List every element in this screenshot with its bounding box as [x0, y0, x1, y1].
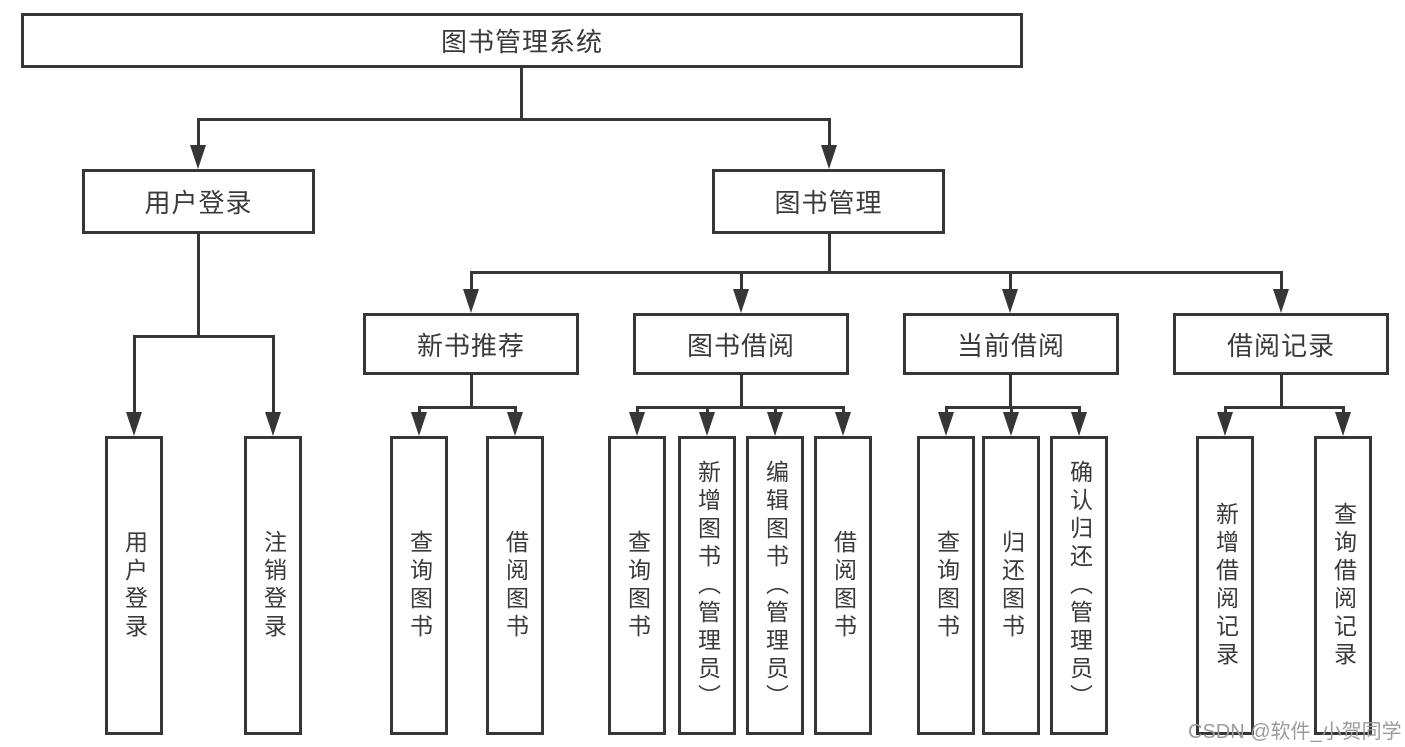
csdn-watermark: CSDN @软件_小贺同学: [1188, 721, 1402, 743]
node-book-borrow: 图书借阅: [633, 313, 849, 375]
connector-root-stem: [519, 68, 523, 121]
connector-borrow-bar: [635, 405, 845, 409]
arrow-down-icon: [1272, 289, 1289, 313]
leaf-label: 查询借阅记录: [1330, 501, 1357, 670]
leaf-edit-book-admin: 编辑图书（管理员）: [746, 436, 804, 735]
leaf-label: 查询图书: [933, 529, 960, 642]
connector-to-leaf-logout: [271, 336, 275, 416]
arrow-down-icon: [125, 412, 142, 436]
connector-book-mgmt-stem: [827, 234, 831, 273]
arrow-down-icon: [834, 412, 851, 436]
leaf-label: 借阅图书: [830, 529, 857, 642]
leaf-borrow-book-recommend: 借阅图书: [486, 436, 544, 735]
leaf-add-borrow-record: 新增借阅记录: [1196, 436, 1254, 735]
leaf-label: 确认归还（管理员）: [1066, 459, 1093, 712]
leaf-label: 查询图书: [406, 529, 433, 642]
arrow-down-icon: [820, 145, 837, 169]
node-new-book-recommend: 新书推荐: [363, 313, 579, 375]
leaf-query-book-recommend: 查询图书: [390, 436, 448, 735]
arrow-down-icon: [264, 412, 281, 436]
arrow-down-icon: [1002, 412, 1019, 436]
connector-to-book-borrow: [739, 272, 743, 292]
leaf-label: 归还图书: [998, 529, 1025, 642]
leaf-user-login: 用户登录: [105, 436, 163, 735]
node-user-login: 用户登录: [82, 169, 315, 234]
arrow-down-icon: [1001, 289, 1018, 313]
leaf-query-book-current: 查询图书: [917, 436, 975, 735]
leaf-logout: 注销登录: [244, 436, 302, 735]
connector-to-current-borrow: [1008, 272, 1012, 292]
arrow-down-icon: [732, 289, 749, 313]
arrow-down-icon: [506, 412, 523, 436]
connector-recommend-stem: [469, 375, 473, 408]
leaf-label: 新增借阅记录: [1212, 501, 1239, 670]
arrow-down-icon: [189, 145, 206, 169]
node-borrow-records: 借阅记录: [1173, 313, 1389, 375]
connector-to-new-book-recommend: [469, 272, 473, 292]
arrow-down-icon: [766, 412, 783, 436]
arrow-down-icon: [410, 412, 427, 436]
leaf-query-borrow-record: 查询借阅记录: [1314, 436, 1372, 735]
connector-current-stem: [1008, 375, 1012, 408]
connector-to-borrow-records: [1279, 272, 1283, 292]
arrow-down-icon: [1070, 412, 1087, 436]
connector-current-bar: [944, 405, 1081, 409]
leaf-borrow-book: 借阅图书: [814, 436, 872, 735]
arrow-down-icon: [1216, 412, 1233, 436]
leaf-label: 借阅图书: [502, 529, 529, 642]
arrow-down-icon: [462, 289, 479, 313]
leaf-query-book-borrow: 查询图书: [608, 436, 666, 735]
leaf-label: 查询图书: [624, 529, 651, 642]
connector-user-login-bar: [132, 334, 275, 338]
leaf-return-book: 归还图书: [982, 436, 1040, 735]
arrow-down-icon: [937, 412, 954, 436]
leaf-label: 新增图书（管理员）: [694, 459, 721, 712]
connector-root-bar: [196, 117, 831, 121]
node-root: 图书管理系统: [21, 13, 1023, 68]
arrow-down-icon: [698, 412, 715, 436]
connector-user-login-stem: [196, 234, 200, 337]
arrow-down-icon: [1334, 412, 1351, 436]
node-book-management: 图书管理: [712, 169, 945, 234]
leaf-add-book-admin: 新增图书（管理员）: [678, 436, 736, 735]
connector-book-mgmt-bar: [469, 270, 1283, 274]
leaf-label: 编辑图书（管理员）: [762, 459, 789, 712]
connector-records-bar: [1223, 405, 1345, 409]
connector-borrow-stem: [739, 375, 743, 408]
leaf-label: 注销登录: [260, 529, 287, 642]
node-current-borrow: 当前借阅: [903, 313, 1119, 375]
connector-to-book-management: [827, 119, 831, 150]
connector-to-user-login: [196, 119, 200, 150]
connector-records-stem: [1279, 375, 1283, 408]
leaf-confirm-return-admin: 确认归还（管理员）: [1050, 436, 1108, 735]
connector-to-leaf-user-login: [132, 336, 136, 416]
leaf-label: 用户登录: [121, 529, 148, 642]
connector-recommend-bar: [417, 405, 517, 409]
arrow-down-icon: [628, 412, 645, 436]
